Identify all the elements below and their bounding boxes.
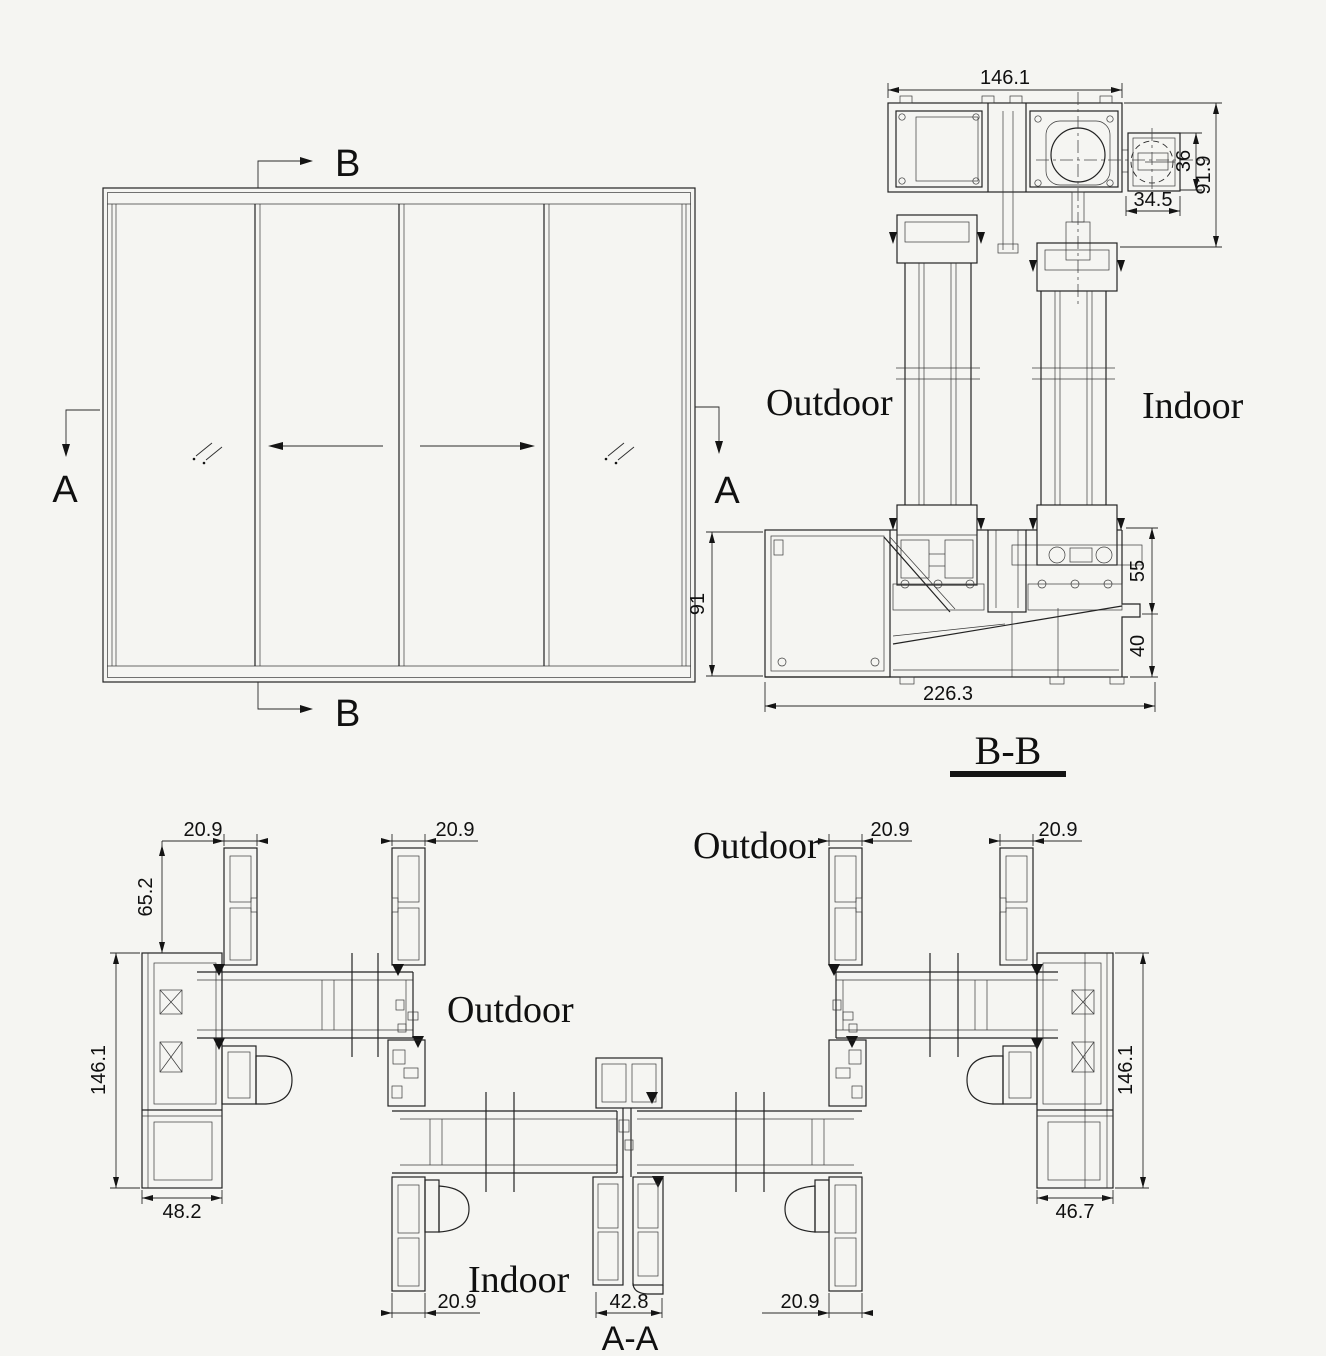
aa-bead-strip-bottom-right [784,1176,863,1292]
dim-interlock: 42.8 [610,1291,649,1313]
aa-outdoor-top-label: Outdoor [693,825,820,867]
dim-drive-width: 34.5 [1134,189,1173,211]
dim-track-height: 55 [1127,560,1149,582]
glass-mark-right [604,442,635,465]
aa-center-interlock [592,1057,664,1295]
aa-overlap-right [828,964,867,1107]
slide-arrow-right [420,442,535,450]
dim-bead-bottom-left: 20.9 [438,1291,477,1313]
dim-bead2: 20.9 [436,819,475,841]
dim-glass-offset: 65.2 [135,878,157,917]
dim-sill-width: 226.3 [923,683,973,705]
marker-a-right-label: A [714,470,740,512]
aa-bead-strip-1 [223,847,258,966]
aa-overlap-left [387,964,426,1107]
aa-outdoor-mid-label: Outdoor [447,989,574,1031]
aa-handle-mid-left [424,1179,470,1233]
aa-bead-strip-3 [828,847,863,966]
section-aa-view: 20.9 65.2 20.9 20.9 20 [88,819,1149,1356]
dim-head-width: 146.1 [980,67,1030,89]
aa-indoor-label: Indoor [468,1259,570,1301]
section-marker-a-right: A [695,406,740,512]
aa-right-jamb-handle [966,1045,1038,1105]
aa-bead-strip-bottom-left [391,1176,470,1292]
dim-jamb-right: 46.7 [1056,1201,1095,1223]
aa-left-jamb [141,952,293,1189]
glass-mark-left [192,442,223,465]
bb-dimensions: 146.1 34.5 36 91.9 [687,67,1222,712]
elevation-view: B B A A [52,143,740,735]
aa-glass-lower-left [392,1092,618,1192]
dim-gutter-height: 91 [687,593,709,615]
aa-glass-lower-right [637,1092,862,1192]
bb-indoor-label: Indoor [1142,385,1244,427]
aa-left-jamb-handle [221,1045,293,1105]
bb-sill-profile [764,529,1141,685]
dim-head-height: 91.9 [1193,156,1215,195]
dim-bead1: 20.9 [184,819,223,841]
dim-bead4: 20.9 [1039,819,1078,841]
marker-a-left-label: A [52,469,78,511]
aa-glass-upper-right [835,953,1058,1057]
bb-glass-indoor [1032,291,1115,505]
dim-base-height: 40 [1127,635,1149,657]
section-marker-b-top: B [257,143,360,188]
aa-glass-upper-left [197,953,414,1057]
bb-title-text: B-B [975,728,1042,773]
dim-depth-right: 146.1 [1115,1045,1137,1095]
dim-bead3: 20.9 [871,819,910,841]
slide-arrow-left [268,442,383,450]
aa-title-text: A-A [602,1320,659,1356]
dim-jamb-left: 48.2 [163,1201,202,1223]
bb-drive-box [1122,128,1181,198]
aa-bead-strip-4 [999,847,1034,966]
aa-right-jamb [966,952,1114,1189]
bb-sash-top-rails [889,214,1125,292]
bb-outdoor-label: Outdoor [766,382,893,424]
dim-drive-height: 36 [1173,150,1195,172]
bb-head-profile [887,92,1208,305]
section-bb-view: 146.1 34.5 36 91.9 [687,67,1244,777]
aa-dimensions: 20.9 65.2 20.9 20.9 20 [88,819,1149,1318]
aa-handle-mid-right [784,1179,830,1233]
bb-glass-outdoor [896,263,980,505]
dim-bead-bottom-right: 20.9 [781,1291,820,1313]
bb-sash-bottom-rails [889,504,1143,586]
marker-b-bottom-label: B [335,693,360,735]
marker-b-top-label: B [335,143,360,185]
section-marker-a-left: A [52,409,100,511]
aa-bead-strip-2 [391,847,426,966]
dim-depth-left: 146.1 [88,1045,110,1095]
bb-title: B-B [950,728,1066,777]
section-marker-b-bottom: B [257,682,360,735]
